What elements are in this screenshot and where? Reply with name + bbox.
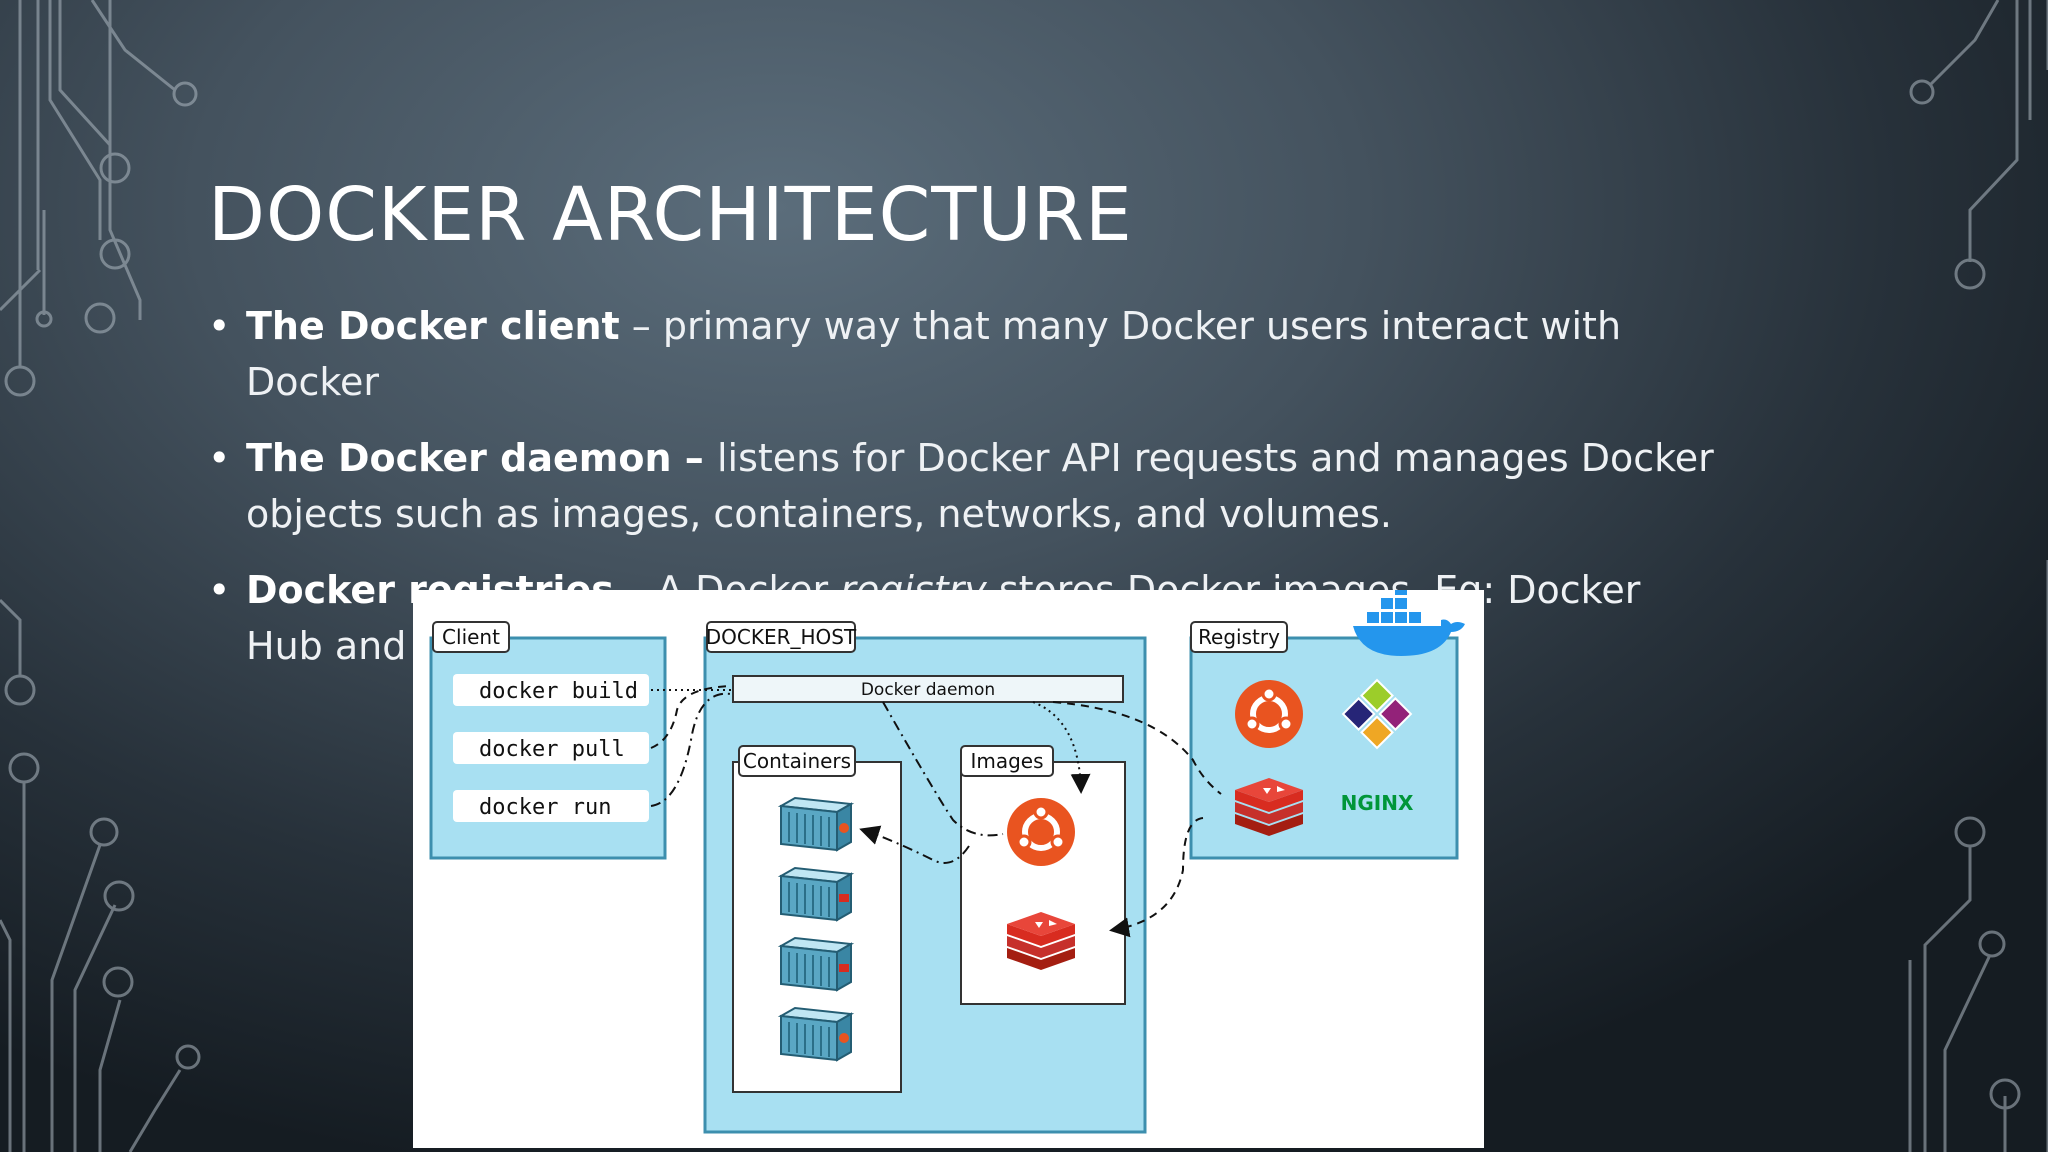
client-panel: Client docker build docker pull docker r…	[429, 621, 667, 860]
docker-daemon-label: Docker daemon	[861, 680, 995, 700]
slide-title: DOCKER ARCHITECTURE	[208, 172, 1133, 258]
container-icon	[780, 937, 852, 991]
redis-icon	[1007, 912, 1075, 970]
bullet-separator: –	[619, 304, 663, 348]
ubuntu-icon	[1235, 680, 1303, 748]
client-label: Client	[442, 625, 500, 649]
bullet-docker-client: The Docker client – primary way that man…	[208, 298, 1728, 410]
registry-panel: Registry	[1189, 621, 1459, 860]
docker-host-label: DOCKER_HOST	[706, 625, 857, 649]
container-icon	[780, 1007, 852, 1061]
docker-host-panel: DOCKER_HOST Docker daemon Containers Ima…	[703, 621, 1147, 1134]
redis-icon	[1235, 778, 1303, 836]
nginx-icon: NGINX	[1341, 791, 1414, 815]
bullet-term: The Docker client	[246, 304, 620, 348]
ubuntu-icon	[1007, 798, 1075, 866]
docker-whale-icon	[1353, 590, 1465, 656]
images-label: Images	[970, 749, 1043, 773]
bullet-text: listens for Docker API requests and mana…	[246, 436, 1714, 536]
containers-label: Containers	[743, 749, 851, 773]
bullet-docker-daemon: The Docker daemon – listens for Docker A…	[208, 430, 1728, 542]
bullet-text: primary way that many Docker users inter…	[246, 304, 1622, 404]
command-docker-pull: docker pull	[479, 737, 625, 762]
command-docker-build: docker build	[479, 679, 638, 704]
container-icon	[780, 797, 852, 851]
container-icon	[780, 867, 852, 921]
registry-label: Registry	[1198, 625, 1280, 649]
architecture-diagram: Client docker build docker pull docker r…	[413, 590, 1484, 1148]
centos-icon	[1341, 678, 1413, 750]
bullet-term: The Docker daemon –	[246, 436, 717, 480]
command-docker-run: docker run	[479, 795, 611, 820]
